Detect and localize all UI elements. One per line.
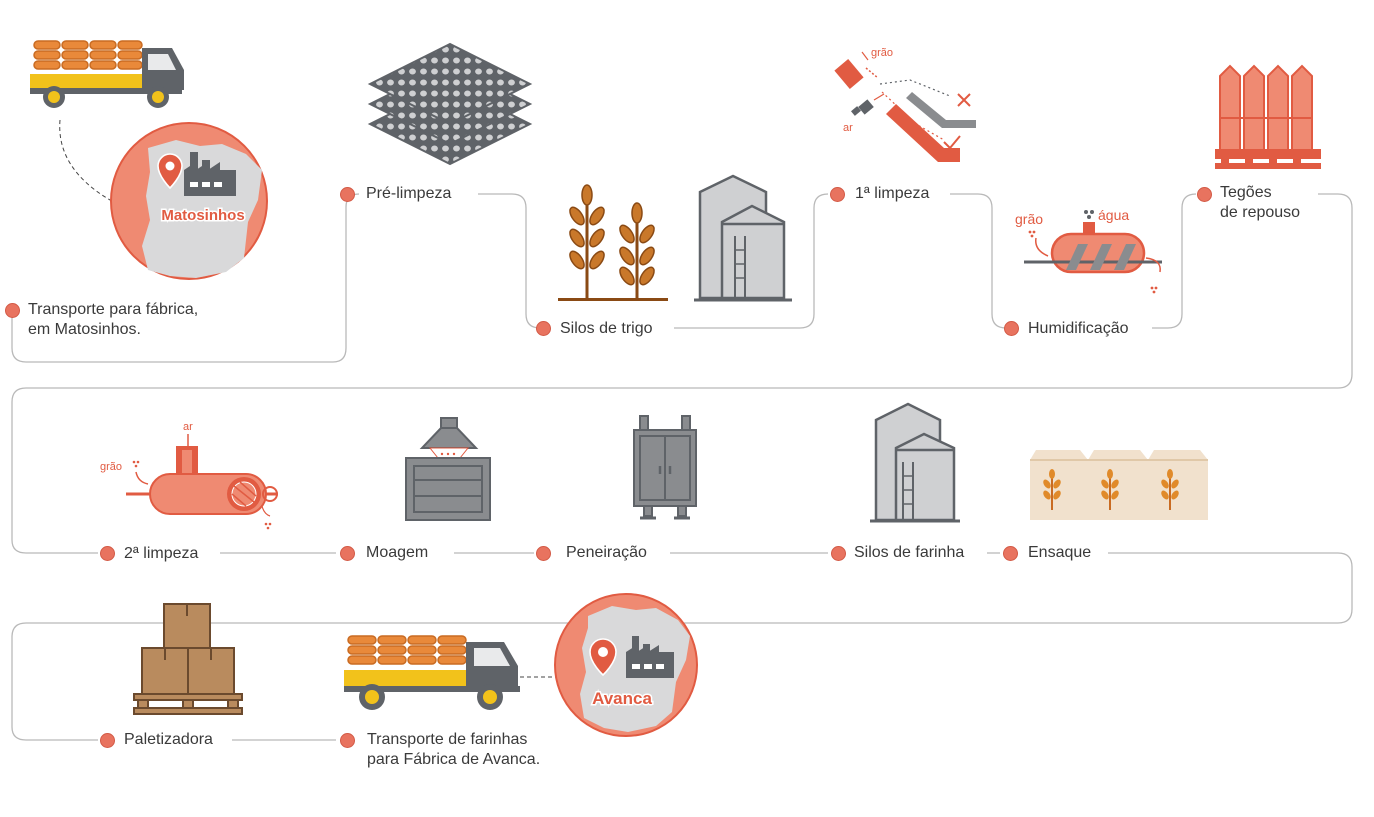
step-dot: [536, 546, 551, 561]
step-dot: [340, 733, 355, 748]
label-grao: grão: [871, 47, 893, 59]
step-label-limpeza1: 1ª limpeza: [855, 185, 930, 202]
step-dot: [830, 187, 845, 202]
step-label-limpeza2: 2ª limpeza: [124, 545, 199, 562]
sieve-plates-icon: [367, 42, 533, 166]
step-dot: [1197, 187, 1212, 202]
step-dot: [5, 303, 20, 318]
map-label-avanca: Avanca: [592, 689, 652, 708]
factory-icon: [626, 636, 674, 678]
flour-bags-icon: [1030, 450, 1208, 520]
truck-icon: [344, 635, 520, 710]
step-dot: [536, 321, 551, 336]
resting-bins-icon: [1215, 64, 1321, 169]
step-label-paletizadora: Paletizadora: [124, 731, 213, 748]
mill-icon: [405, 417, 491, 521]
map-avanca: Avanca: [554, 593, 698, 737]
step-label-humidificacao: Humidificação: [1028, 320, 1129, 337]
label-grao: grão: [1015, 211, 1043, 227]
scourer-icon: ar grão: [100, 421, 278, 530]
step-label-moagem: Moagem: [366, 544, 429, 561]
humidifier-icon: grão água: [1015, 207, 1162, 294]
step-dot: [1003, 546, 1018, 561]
step-label-pre-limpeza: Pré-limpeza: [366, 185, 452, 202]
label-ar: ar: [183, 421, 193, 433]
silo-icon: [694, 174, 792, 302]
label-grao: grão: [100, 461, 122, 473]
step-dot: [1004, 321, 1019, 336]
step-dot: [100, 546, 115, 561]
map-matosinhos: Matosinhos: [110, 122, 268, 280]
step-dot: [831, 546, 846, 561]
step-label-transporte: Transporte para fábrica,em Matosinhos.: [28, 301, 199, 338]
pallet-boxes-icon: [133, 603, 243, 715]
map-pin-icon: [157, 153, 183, 190]
map-label-matosinhos: Matosinhos: [161, 207, 244, 224]
step-label-peneiracao: Peneiração: [566, 544, 647, 561]
factory-icon: [184, 152, 236, 196]
wheat-icon: [558, 184, 668, 301]
step-label-ensaque: Ensaque: [1028, 544, 1092, 561]
truck-icon: [30, 40, 184, 108]
route-dashed-line: [59, 119, 151, 211]
air-separator-icon: grão ar: [834, 47, 976, 162]
step-dot: [340, 546, 355, 561]
step-dot: [100, 733, 115, 748]
flour-silo-icon: [870, 402, 960, 523]
sifter-icon: [633, 415, 697, 520]
step-label-silos-trigo: Silos de trigo: [560, 320, 653, 337]
label-agua: água: [1098, 207, 1129, 223]
map-pin-icon: [589, 638, 617, 677]
step-label-silos-farinha: Silos de farinha: [854, 544, 965, 561]
step-dot: [340, 187, 355, 202]
label-ar: ar: [843, 122, 853, 134]
